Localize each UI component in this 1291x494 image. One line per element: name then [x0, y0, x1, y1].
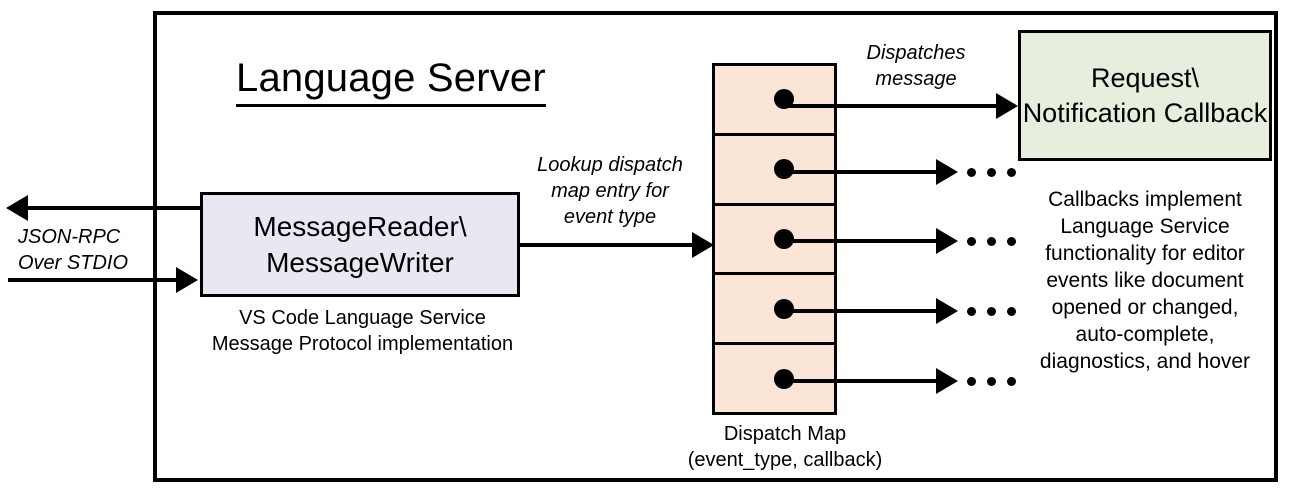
message-reader-caption: VS Code Language Service Message Protoco…: [211, 307, 514, 355]
callback-dot-icon: [774, 298, 794, 319]
dispatch-row-3-ellipsis: [967, 237, 1016, 246]
dispatch-row-2-line: [780, 170, 940, 174]
dispatch-row-3-arrowhead: [936, 228, 958, 254]
jsonrpc-out-line: [28, 206, 203, 210]
dispatch-row-2-ellipsis: [967, 168, 1016, 177]
lookup-edge-arrowhead: [692, 232, 714, 258]
callback-dot-icon: [774, 228, 794, 249]
dispatch-row-2-arrowhead: [936, 159, 958, 185]
callback-dot-icon: [774, 159, 794, 180]
dispatch-row-5-line: [780, 379, 940, 383]
page-title: Language Server: [236, 53, 546, 107]
message-reader-writer-box[interactable]: MessageReader\ MessageWriter: [200, 192, 520, 297]
edge-label-lookup-dispatch: Lookup dispatch map entry for event type: [537, 154, 683, 228]
dispatch-map-row[interactable]: [715, 136, 834, 206]
dispatch-row-4-ellipsis: [967, 307, 1016, 316]
dispatch-row-5-ellipsis: [967, 377, 1016, 386]
edge-label-jsonrpc: JSON-RPC Over STDIO: [18, 226, 129, 274]
dispatch-map-caption: Dispatch Map (event_type, callback): [687, 423, 883, 471]
jsonrpc-out-arrowhead: [6, 195, 28, 221]
dispatch-row-3-line: [780, 239, 940, 243]
callback-dot-icon: [774, 368, 794, 389]
lookup-edge-line: [519, 243, 694, 247]
request-notification-callback-box[interactable]: Request\ Notification Callback: [1018, 30, 1272, 161]
dispatch-map-row[interactable]: [715, 345, 834, 412]
edge-label-dispatches-message: Dispatches message: [866, 42, 966, 90]
jsonrpc-in-line: [8, 278, 178, 282]
dispatch-row-1-arrowhead: [996, 93, 1018, 119]
jsonrpc-in-arrowhead: [176, 267, 198, 293]
dispatch-row-1-line: [780, 104, 1000, 108]
dispatch-map-row[interactable]: [715, 275, 834, 346]
dispatch-row-4-line: [780, 309, 940, 313]
dispatch-row-4-arrowhead: [936, 298, 958, 324]
dispatch-row-5-arrowhead: [936, 368, 958, 394]
language-server-container: [153, 11, 1278, 482]
callback-description-caption: Callbacks implement Language Service fun…: [1039, 188, 1251, 373]
dispatch-map-row[interactable]: [715, 66, 834, 136]
dispatch-map-row[interactable]: [715, 206, 834, 276]
